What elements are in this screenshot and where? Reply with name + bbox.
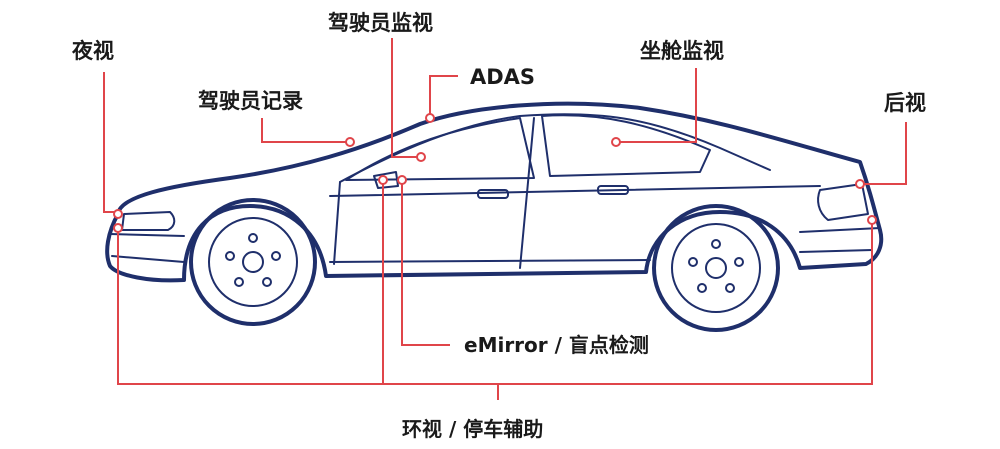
headlight [121, 211, 176, 231]
front-door-handle [477, 189, 509, 199]
leader-driver-recording [261, 118, 350, 143]
label-emirror-blindspot: eMirror / 盲点检测 [464, 333, 649, 357]
rear-window [541, 114, 711, 177]
callout-adas [425, 75, 458, 123]
car-roof-line [339, 113, 771, 183]
marker-surround-rear [867, 215, 877, 225]
marker-rear-view [855, 179, 865, 189]
leader-surround-parking [117, 222, 873, 385]
callout-rear-view [855, 122, 907, 189]
label-rear-view: 后视 [884, 91, 926, 115]
callout-driver-monitoring [391, 38, 426, 162]
leader-driver-monitoring [391, 38, 420, 158]
leader-rear-view [862, 122, 907, 185]
leader-adas [429, 75, 458, 116]
front-window [345, 117, 535, 181]
leader-cabin-monitoring [618, 68, 697, 143]
callout-driver-recording [261, 118, 355, 147]
marker-driver-monitoring [416, 152, 426, 162]
callout-emirror [397, 175, 450, 346]
marker-emirror [397, 175, 407, 185]
label-adas: ADAS [470, 65, 535, 89]
b-pillar [519, 117, 535, 269]
label-surround-parking: 环视 / 停车辅助 [402, 417, 543, 441]
marker-surround-mirror [378, 175, 388, 185]
label-cabin-monitoring: 坐舱监视 [640, 39, 724, 63]
leader-night-vision [103, 72, 118, 213]
front-bumper [109, 233, 185, 263]
callout-surround-parking [113, 175, 877, 400]
callout-cabin-monitoring [611, 68, 697, 147]
taillight [817, 183, 869, 221]
beltline [329, 185, 821, 197]
front-wheel [189, 198, 317, 326]
car-illustration [105, 101, 884, 332]
rear-bumper [799, 227, 881, 253]
label-driver-monitoring: 驾驶员监视 [328, 11, 433, 35]
leader-emirror [401, 182, 450, 346]
door-line-front [333, 181, 341, 265]
marker-surround-front [113, 223, 123, 233]
rocker-line [329, 259, 651, 263]
marker-cabin-monitoring [611, 137, 621, 147]
callout-night-vision [103, 72, 123, 219]
label-night-vision: 夜视 [71, 39, 114, 63]
rear-wheel [652, 204, 780, 332]
rear-door-handle [597, 185, 629, 195]
marker-driver-recording [345, 137, 355, 147]
label-driver-recording: 驾驶员记录 [198, 89, 303, 113]
side-mirror [373, 171, 399, 189]
marker-night-vision [113, 209, 123, 219]
marker-adas [425, 113, 435, 123]
